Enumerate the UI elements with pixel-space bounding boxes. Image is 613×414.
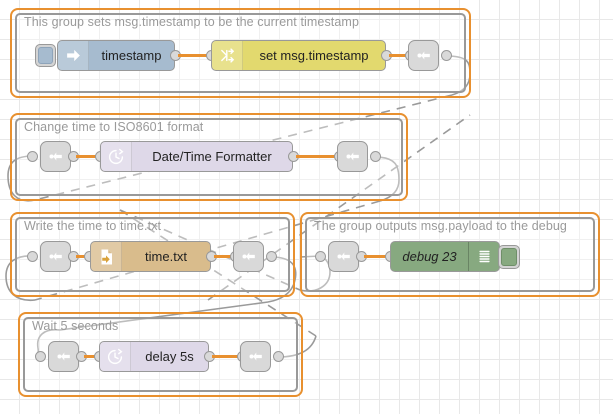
swap-change-icon bbox=[212, 41, 243, 70]
node-change-set-timestamp[interactable]: set msg.timestamp bbox=[211, 40, 386, 71]
wire-inject-to-change bbox=[178, 54, 208, 57]
debug-button-swatch bbox=[501, 248, 517, 266]
wire-linkin-to-delay bbox=[84, 355, 102, 358]
wire-linkin-to-debug bbox=[364, 255, 390, 258]
wire-linkin-to-file bbox=[76, 255, 90, 258]
clock-icon bbox=[101, 142, 132, 171]
node-link-in-3[interactable] bbox=[40, 241, 71, 272]
group-label-debug: The group outputs msg.payload to the deb… bbox=[314, 219, 567, 233]
node-link-out-5[interactable] bbox=[240, 341, 271, 372]
node-datetime-formatter[interactable]: Date/Time Formatter bbox=[100, 141, 293, 172]
wire-file-to-linkout bbox=[214, 255, 236, 258]
debug-lines-icon bbox=[468, 242, 499, 271]
node-link-in-2[interactable] bbox=[40, 141, 71, 172]
node-label: timestamp bbox=[101, 48, 162, 63]
node-label: debug 23 bbox=[402, 249, 457, 264]
group-label-timestamp: This group sets msg.timestamp to be the … bbox=[24, 15, 359, 29]
input-port[interactable] bbox=[35, 351, 46, 362]
node-label: Date/Time Formatter bbox=[152, 149, 272, 164]
node-link-out-2[interactable] bbox=[337, 141, 368, 172]
wire-linkin-to-datetime bbox=[76, 155, 98, 158]
group-label-delay: Wait 5 seconds bbox=[32, 319, 119, 333]
debug-toggle-button[interactable] bbox=[498, 245, 520, 269]
group-label-write-file: Write the time to time.txt bbox=[24, 219, 162, 233]
wire-change-to-linkout bbox=[389, 54, 411, 57]
node-delay-5s[interactable]: delay 5s bbox=[99, 341, 209, 372]
node-link-out-1[interactable] bbox=[408, 40, 439, 71]
input-port[interactable] bbox=[27, 251, 38, 262]
group-label-iso8601: Change time to ISO8601 format bbox=[24, 120, 204, 134]
node-inject-timestamp[interactable]: timestamp bbox=[57, 40, 175, 71]
file-write-icon bbox=[91, 242, 122, 271]
output-port[interactable] bbox=[266, 251, 277, 262]
wire-datetime-to-linkout bbox=[296, 155, 340, 158]
node-label: set msg.timestamp bbox=[259, 48, 369, 63]
inject-button-swatch bbox=[38, 47, 53, 64]
wire-delay-to-linkout bbox=[212, 355, 244, 358]
output-port[interactable] bbox=[370, 151, 381, 162]
inject-trigger-button[interactable] bbox=[35, 44, 56, 67]
node-link-out-3[interactable] bbox=[233, 241, 264, 272]
node-file-time-txt[interactable]: time.txt bbox=[90, 241, 211, 272]
arrow-right-inject-icon bbox=[58, 41, 89, 70]
node-link-in-4[interactable] bbox=[328, 241, 359, 272]
input-port[interactable] bbox=[27, 151, 38, 162]
node-label: time.txt bbox=[145, 249, 187, 264]
output-port[interactable] bbox=[273, 351, 284, 362]
node-link-in-5[interactable] bbox=[48, 341, 79, 372]
node-label: delay 5s bbox=[145, 349, 194, 364]
input-port[interactable] bbox=[315, 251, 326, 262]
node-debug-23[interactable]: debug 23 bbox=[390, 241, 500, 272]
output-port[interactable] bbox=[441, 50, 452, 61]
clock-icon bbox=[100, 342, 131, 371]
